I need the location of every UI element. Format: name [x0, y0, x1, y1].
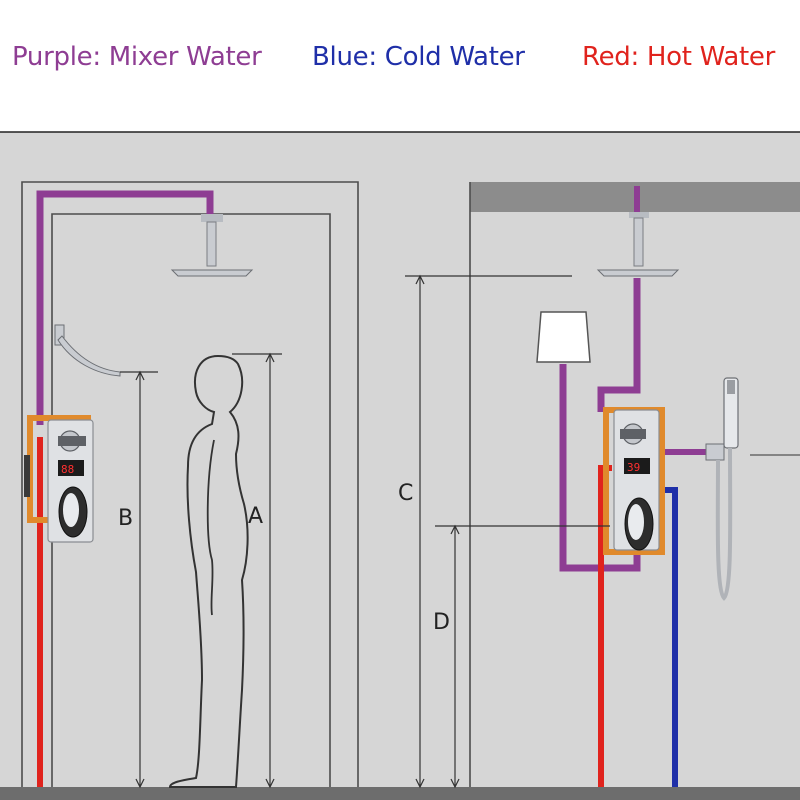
floor [0, 787, 800, 800]
dimension-b [120, 370, 158, 789]
person-arm [206, 439, 215, 616]
dimension-c [405, 274, 572, 789]
dimension-a [232, 352, 282, 789]
left-rain-shower-head [170, 214, 254, 277]
legend-mixer-water: Purple: Mixer Water [12, 42, 262, 72]
right-temperature-readout: 39 [627, 461, 640, 474]
dimension-a-label: A [248, 504, 263, 529]
person-silhouette [168, 354, 249, 788]
dimension-c-label: C [398, 481, 413, 506]
right-thermostatic-valve: 39 [603, 407, 665, 555]
wall-spout [54, 324, 121, 377]
dimension-d [435, 524, 610, 789]
hand-shower [705, 377, 739, 601]
legend-cold-water: Blue: Cold Water [312, 42, 525, 72]
right-rain-shower-head [596, 212, 680, 277]
left-temperature-readout: 88 [61, 463, 74, 476]
wall-background [0, 132, 800, 792]
dimension-d-label: D [433, 610, 450, 635]
legend-hot-water: Red: Hot Water [582, 42, 775, 72]
color-legend: Purple: Mixer Water Blue: Cold Water Red… [0, 0, 800, 132]
right-cold-pipe [664, 487, 678, 787]
bathtub-spout-outlet [536, 311, 591, 363]
left-mixer-pipe [36, 190, 214, 425]
dimension-b-label: B [118, 506, 133, 531]
right-shower-mixer-pipe [597, 278, 641, 412]
left-thermostatic-valve: 88 [24, 415, 94, 543]
